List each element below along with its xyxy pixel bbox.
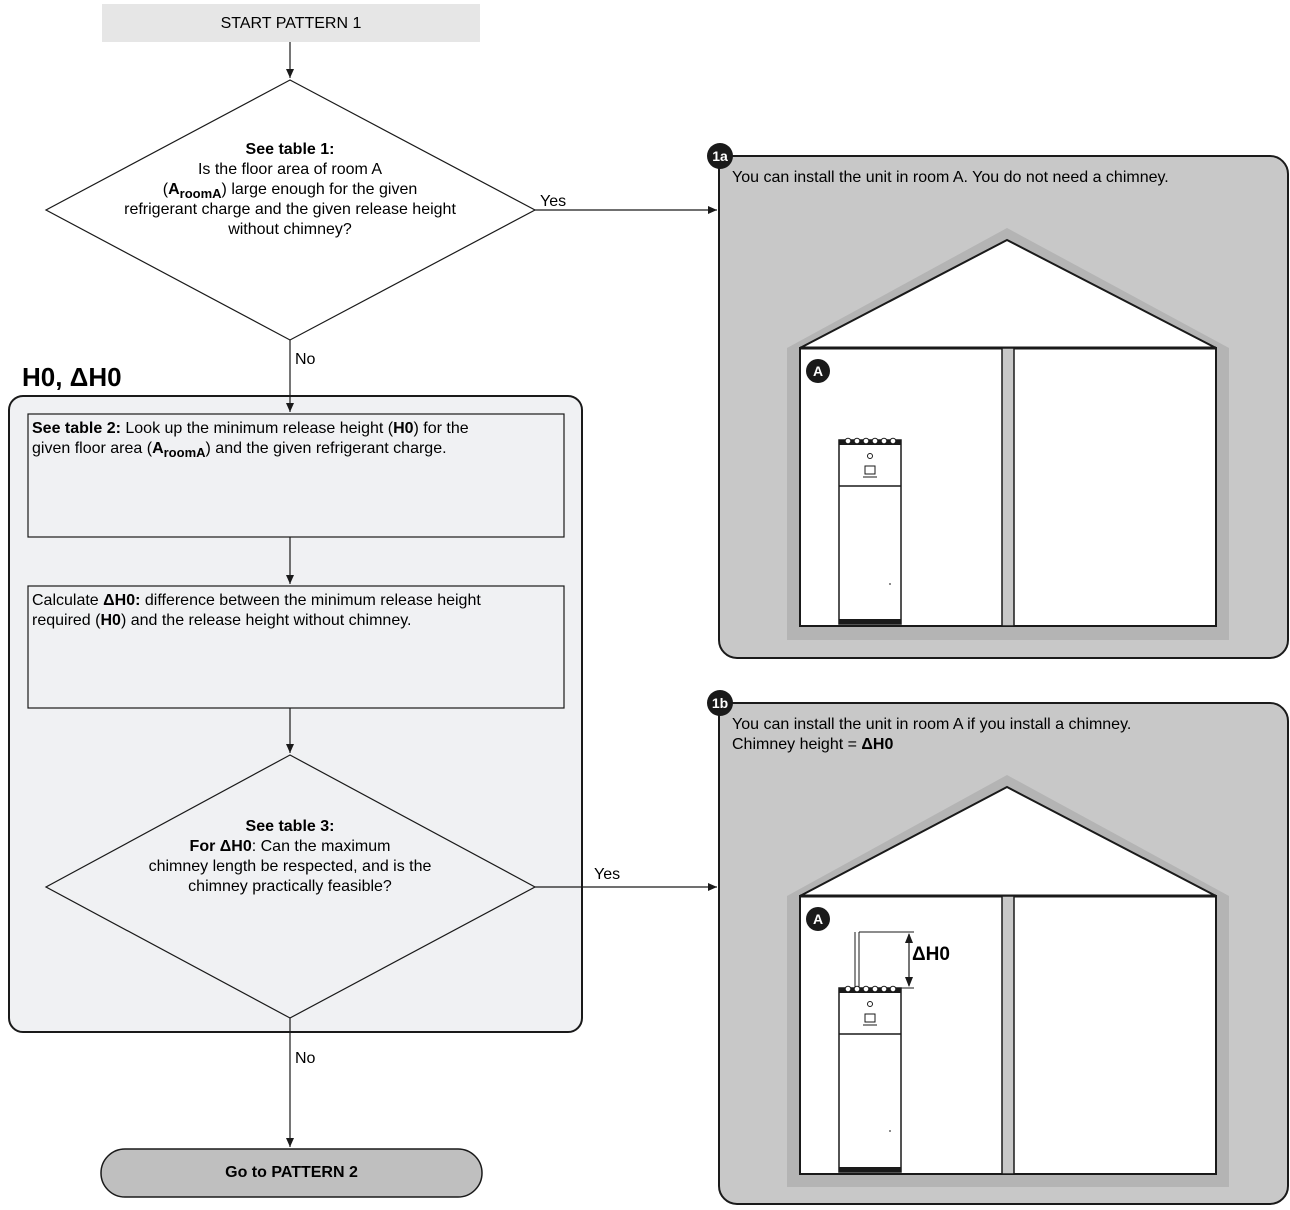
room-a-marker-1a [806, 359, 830, 383]
delta-h0-dimension [859, 931, 914, 989]
step1-t1: Look up the minimum release height ( [120, 420, 394, 437]
result1a-badge [707, 143, 733, 169]
indoor-unit-1a [838, 437, 902, 625]
decision2-line2: chimney length be respected, and is the [148, 858, 432, 875]
d1-line2-rest: ) large enough for the given [221, 181, 418, 198]
step2-t2: difference between the minimum release h… [140, 592, 481, 609]
result1b-badge [707, 690, 733, 716]
step2-line1: Calculate ΔH0: difference between the mi… [32, 591, 562, 611]
step2-line2: required (H0) and the release height wit… [32, 611, 562, 631]
step1-bold: See table 2: [32, 420, 121, 437]
end-terminal [100, 1148, 483, 1198]
group-title: H0, ΔH0 [22, 362, 122, 392]
result1b-line2: Chimney height = ΔH0 [732, 735, 1277, 755]
room-a-marker-1b [806, 907, 830, 931]
step1-h0: H0 [393, 420, 414, 437]
decision1-text: See table 1: Is the floor area of room A… [90, 140, 490, 240]
decision2-yes-label: Yes [594, 866, 621, 883]
result1a-text: You can install the unit in room A. You … [732, 169, 1169, 186]
step1-t3: given floor area ( [32, 440, 153, 457]
start-label: START PATTERN 1 [220, 15, 362, 32]
decision1-no-label: No [295, 351, 316, 368]
step2-box [27, 585, 565, 709]
result1b-line1: You can install the unit in room A if yo… [732, 716, 1132, 733]
step2-b1: ΔH0: [103, 592, 141, 609]
decision1-line2: (AroomA) large enough for the given [90, 180, 490, 200]
indoor-unit-1b [838, 932, 902, 1173]
d1-paren-open: ( [162, 181, 169, 198]
step1-t2: ) for the [413, 420, 469, 437]
decision2-line3: chimney practically feasible? [188, 878, 392, 895]
step2-t4: ) and the release height without chimney… [120, 612, 412, 629]
d1-area-sub: roomA [179, 186, 222, 201]
step2-b2: H0 [100, 612, 121, 629]
step2-text: Calculate ΔH0: difference between the mi… [32, 591, 562, 631]
start-terminal [102, 4, 480, 42]
result1a-room-label: A [812, 363, 824, 379]
step1-sub: roomA [163, 445, 206, 460]
d1-area-symbol: A [168, 181, 180, 198]
end-label: Go to PATTERN 2 [225, 1164, 358, 1181]
step2-t1: Calculate [32, 592, 104, 609]
decision1-line1: Is the floor area of room A [197, 161, 383, 178]
step1-a: A [152, 440, 164, 457]
result1b-text: You can install the unit in room A if yo… [732, 715, 1277, 755]
decision2-no-label: No [295, 1050, 316, 1067]
d2-line1-rest: : Can the maximum [251, 838, 391, 855]
result1b-room-label: A [812, 911, 824, 927]
result1b-badge-label: 1b [711, 695, 729, 711]
decision1-line4: without chimney? [228, 221, 352, 238]
delta-h0-label: ΔH0 [912, 944, 950, 965]
decision1-line3: refrigerant charge and the given release… [124, 201, 456, 218]
result1a-badge-label: 1a [712, 148, 728, 164]
step2-t3: required ( [32, 612, 101, 629]
decision2-text: See table 3: For ΔH0: Can the maximum ch… [90, 817, 490, 897]
step1-line2: given floor area (AroomA) and the given … [32, 439, 562, 459]
step1-t4: ) and the given refrigerant charge. [205, 440, 447, 457]
step1-line1: See table 2: Look up the minimum release… [32, 419, 562, 439]
step1-text: See table 2: Look up the minimum release… [32, 419, 562, 459]
step1-box [27, 413, 565, 538]
decision2-line1: For ΔH0: Can the maximum [90, 837, 490, 857]
decision2-heading: See table 3: [245, 818, 335, 835]
result1b-t2-bold: ΔH0 [861, 736, 894, 753]
decision1-yes-label: Yes [540, 193, 567, 210]
d2-bold: For ΔH0 [189, 838, 252, 855]
result1b-t2-pre: Chimney height = [732, 736, 862, 753]
decision1-heading: See table 1: [245, 141, 335, 158]
